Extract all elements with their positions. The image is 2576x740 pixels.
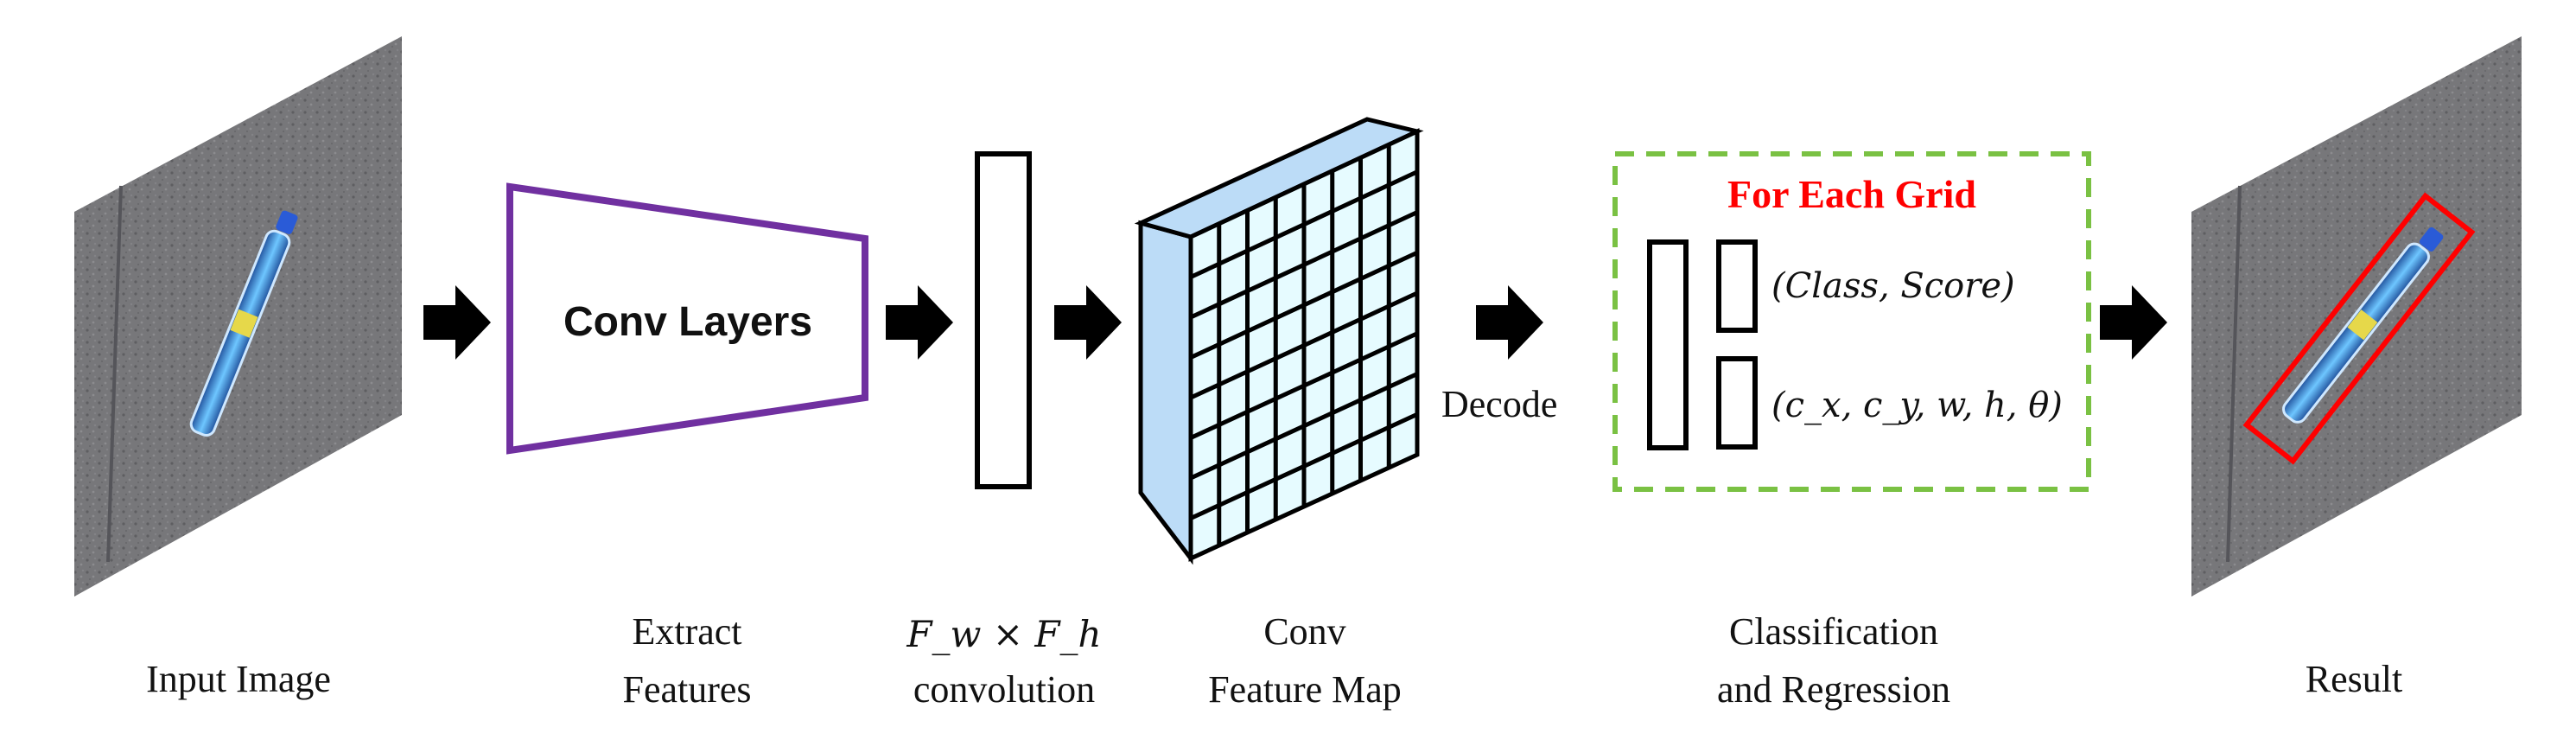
feature-map-grid-line — [1189, 331, 1419, 440]
conv-layers-block — [506, 182, 868, 455]
arrow-right-icon — [1054, 285, 1122, 360]
grid-box-caption-line2: and Regression — [1717, 668, 1950, 711]
feature-map-grid-line — [1189, 372, 1419, 481]
result-caption: Result — [2306, 658, 2402, 700]
arrow-right-icon — [423, 285, 491, 360]
extract-features-caption-line2: Features — [622, 668, 751, 711]
result-pavement-crack — [2226, 185, 2242, 563]
conv-layers-label: Conv Layers — [563, 299, 812, 345]
feature-map-grid-line — [1189, 290, 1419, 400]
feature-map-grid — [1189, 144, 1419, 545]
result-image — [2191, 36, 2522, 596]
grid-box-caption-line1: Classification — [1729, 610, 1938, 653]
bottle-object — [189, 210, 298, 437]
conv-kernel-bar — [975, 151, 1032, 489]
input-image — [74, 36, 402, 596]
extract-features-caption-line1: Extract — [632, 610, 741, 653]
result-bottle-object — [2282, 226, 2444, 424]
pavement-crack — [106, 185, 123, 563]
conv-kernel-caption: convolution — [913, 668, 1095, 711]
classification-output-text: (Class, Score) — [1771, 266, 2015, 306]
grid-output-box — [1612, 151, 2091, 492]
regression-output-text: (c_x, c_y, w, h, θ) — [1771, 386, 2063, 425]
grid-output-title: For Each Grid — [1727, 172, 1976, 216]
arrow-right-icon — [2100, 285, 2167, 360]
feature-map-grid-line — [1189, 411, 1419, 520]
feature-map-cube — [1134, 117, 1424, 565]
decode-label: Decode — [1441, 383, 1557, 425]
feature-map-side — [1138, 220, 1193, 565]
regression-vector — [1716, 356, 1758, 450]
classification-vector — [1716, 239, 1758, 333]
conv-kernel-size: F_w × F_h — [906, 613, 1101, 655]
feature-map-caption-line1: Conv — [1263, 610, 1345, 653]
arrow-right-icon — [886, 285, 953, 360]
feature-map-caption-line2: Feature Map — [1208, 668, 1402, 711]
grid-output-vector — [1647, 239, 1689, 450]
input-image-caption: Input Image — [146, 658, 331, 700]
detection-box — [2242, 192, 2476, 465]
arrow-right-icon — [1476, 285, 1543, 360]
